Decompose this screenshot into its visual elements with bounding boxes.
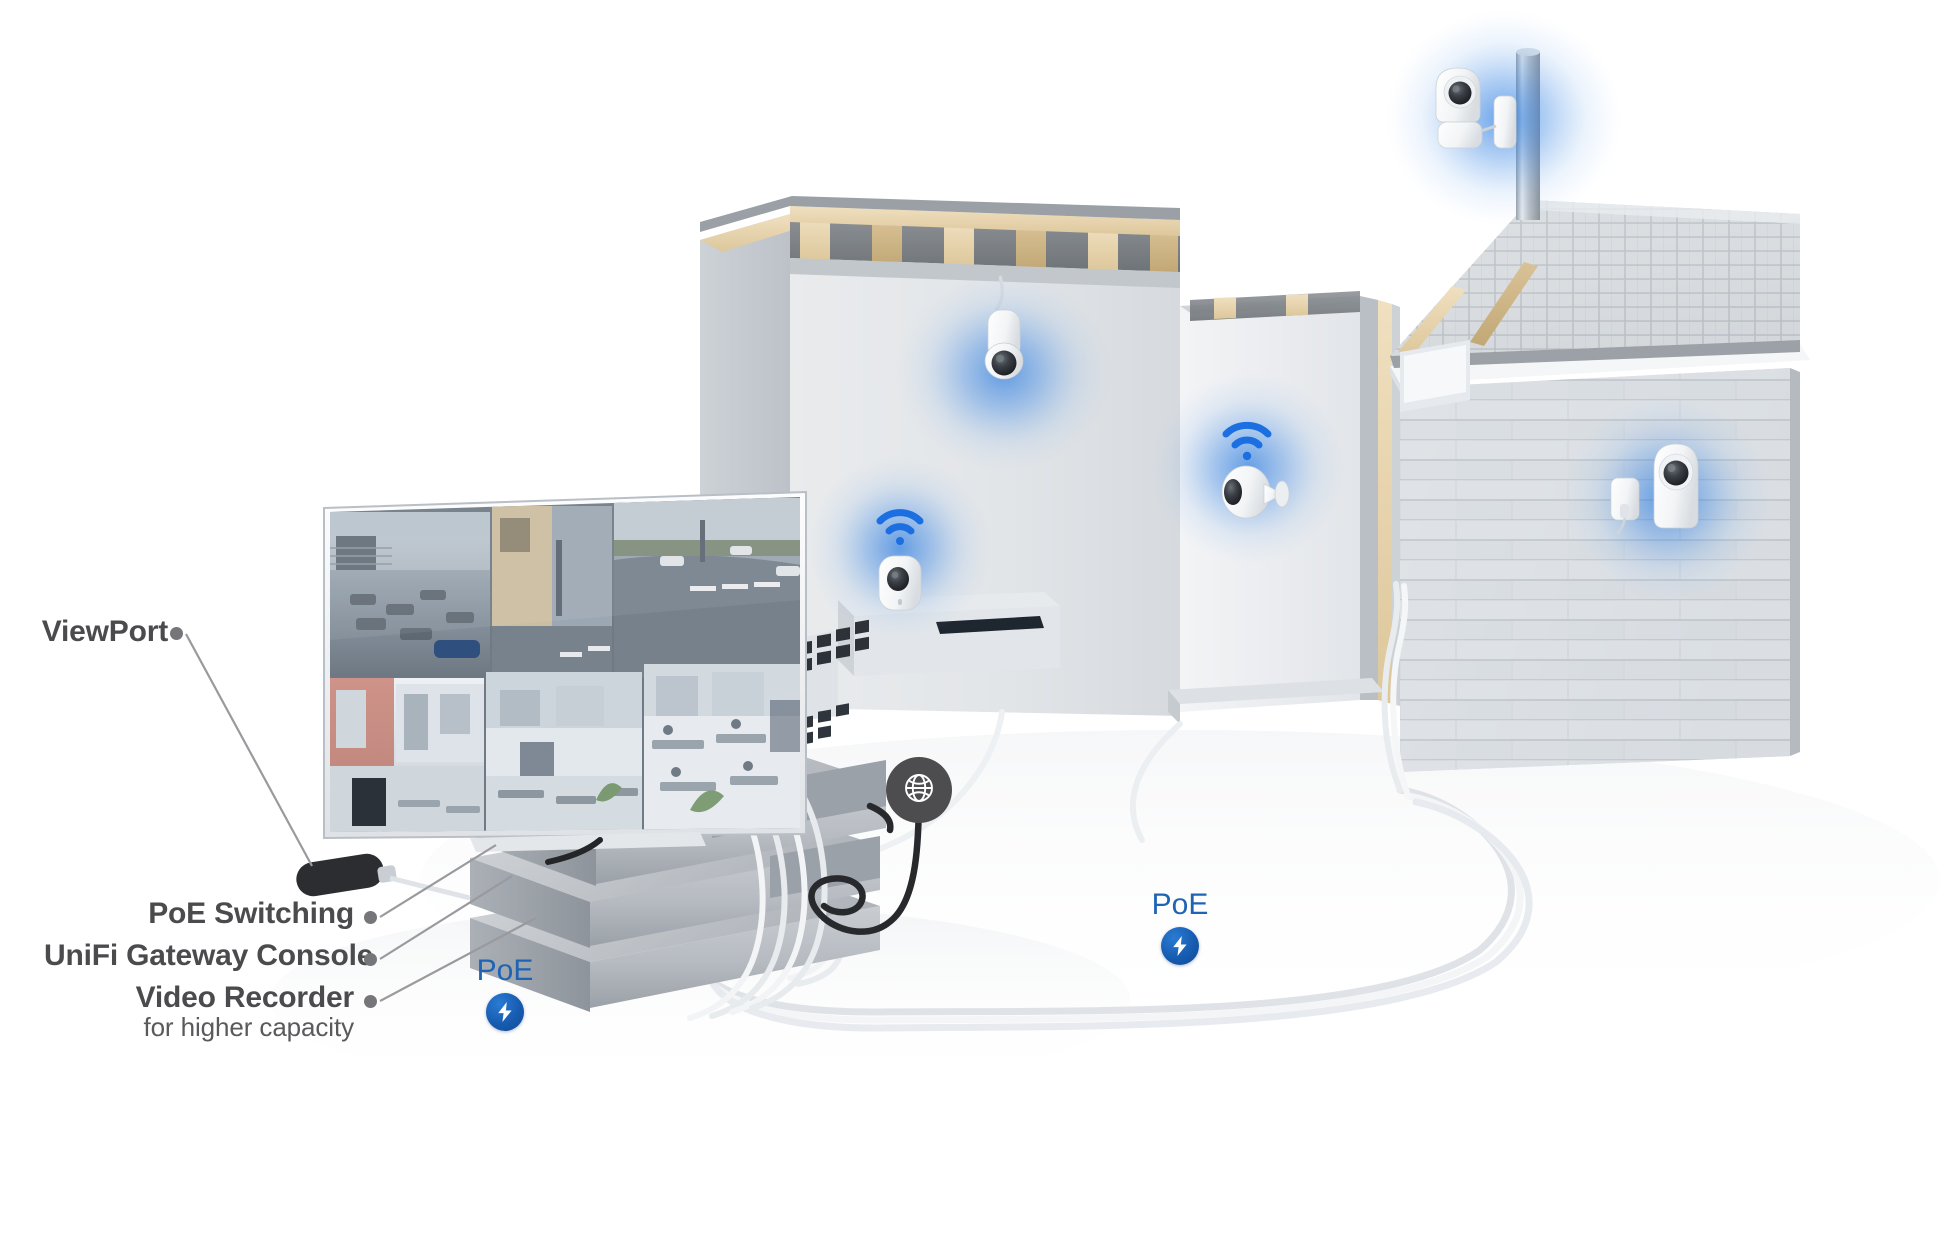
callout-video-recorder-label: Video Recorder xyxy=(135,981,355,1014)
exterior-wall-camera xyxy=(1653,443,1699,529)
callout-leader-lines xyxy=(185,633,537,1002)
partition-wall-building xyxy=(1150,291,1400,724)
callout-video-recorder: Video Recorder for higher capacity xyxy=(44,981,355,1042)
callout-viewport-dot xyxy=(170,627,183,640)
lightning-bolt-icon xyxy=(1161,927,1199,965)
lightning-bolt-icon xyxy=(486,993,524,1031)
globe-icon xyxy=(902,771,936,810)
callout-viewport-label: ViewPort xyxy=(41,615,168,648)
wan-cable xyxy=(808,786,923,935)
callout-poe-switching-label: PoE Switching xyxy=(148,897,354,930)
poe-badge-right: PoE xyxy=(1125,890,1235,970)
callout-viewport: ViewPort xyxy=(38,616,168,648)
viewport-dongle xyxy=(296,837,603,901)
callout-unifi-gateway-console-label: UniFi Gateway Console xyxy=(44,939,374,972)
callout-poe-switching: PoE Switching xyxy=(44,898,354,930)
poe-badge-left: PoE xyxy=(450,956,560,1036)
internet-globe-badge xyxy=(886,757,952,823)
ceiling-camera xyxy=(984,309,1024,380)
callout-unifi-gateway-console: UniFi Gateway Console xyxy=(44,939,374,972)
viewport-display xyxy=(323,490,807,852)
wifi-bullet-camera xyxy=(1221,465,1290,519)
wifi-wall-camera xyxy=(878,555,922,611)
callout-video-recorder-sublabel: for higher capacity xyxy=(143,1011,354,1042)
wifi-signal-icon xyxy=(876,509,924,545)
wifi-signal-icon xyxy=(1222,421,1272,461)
callout-video-recorder-dot xyxy=(364,995,377,1008)
callout-poe-switching-dot xyxy=(364,911,377,924)
callout-unifi-gateway-console-dot xyxy=(364,953,377,966)
camera-junction-box xyxy=(1610,477,1640,536)
poe-badge-left-label: PoE xyxy=(476,954,534,987)
brick-house-building xyxy=(1386,10,1810,772)
pole-ptz-camera xyxy=(1435,67,1483,149)
poe-badge-right-label: PoE xyxy=(1151,888,1209,921)
